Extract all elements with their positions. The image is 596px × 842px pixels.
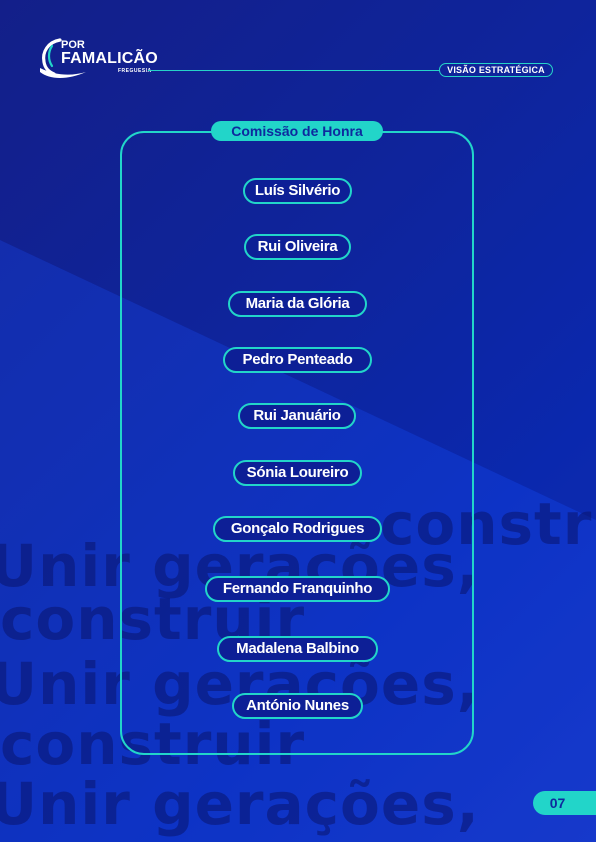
- name-pill: Rui Oliveira: [244, 234, 351, 260]
- name-pill: Madalena Balbino: [217, 636, 378, 662]
- logo: POR FAMALICÃO FREGUESIA: [38, 38, 158, 82]
- name-pill: Pedro Penteado: [223, 347, 372, 373]
- header-divider: [148, 70, 440, 71]
- panel-title: Comissão de Honra: [211, 121, 383, 141]
- logo-text-sub: FREGUESIA: [118, 68, 152, 74]
- logo-swoosh-icon: [40, 38, 86, 78]
- name-pill: Fernando Franquinho: [205, 576, 390, 602]
- logo-text-main: FAMALICÃO: [61, 50, 158, 67]
- name-pill: António Nunes: [232, 693, 363, 719]
- name-pill: Gonçalo Rodrigues: [213, 516, 382, 542]
- logo-text-top: POR: [61, 39, 85, 51]
- name-pill: Maria da Glória: [228, 291, 367, 317]
- name-pill: Rui Januário: [238, 403, 356, 429]
- page-number: 07: [533, 791, 596, 815]
- name-pill: Luís Silvério: [243, 178, 352, 204]
- section-tag: VISÃO ESTRATÉGICA: [439, 63, 553, 77]
- name-pill: Sónia Loureiro: [233, 460, 362, 486]
